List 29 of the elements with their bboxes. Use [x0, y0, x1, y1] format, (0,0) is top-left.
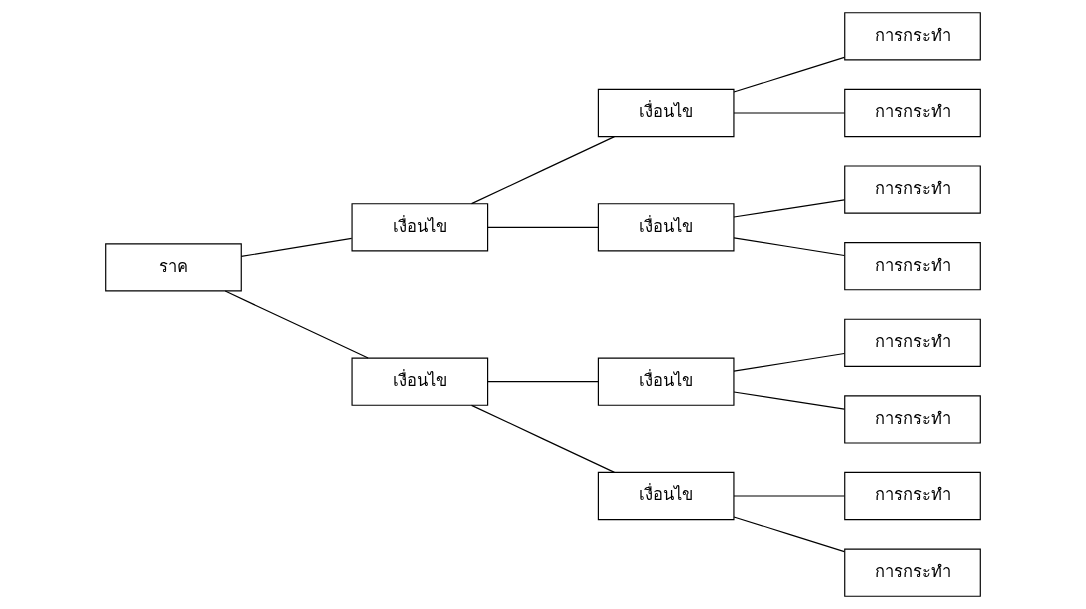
connector: [733, 495, 845, 497]
connector: [470, 136, 616, 205]
connector: [733, 112, 845, 114]
node-box: เงื่อนไข: [351, 203, 489, 252]
node-box: เงื่อนไข: [351, 357, 489, 406]
node-box: การกระทำ: [844, 165, 981, 214]
connector: [224, 290, 369, 359]
connector: [487, 226, 599, 228]
connector: [240, 237, 353, 257]
connector: [733, 237, 845, 257]
connector: [733, 516, 845, 553]
node-box: ราค: [105, 243, 242, 292]
connector: [733, 352, 845, 372]
connector: [487, 381, 599, 383]
connector: [470, 404, 616, 473]
connector: [733, 56, 845, 93]
node-box: การกระทำ: [844, 12, 981, 61]
node-box: เงื่อนไข: [597, 471, 735, 521]
node-box: เงื่อนไข: [597, 88, 735, 138]
node-box: การกระทำ: [844, 88, 981, 138]
node-box: เงื่อนไข: [597, 357, 735, 406]
node-box: การกระทำ: [844, 471, 981, 521]
node-box: เงื่อนไข: [597, 203, 735, 252]
connector: [733, 391, 845, 410]
connector: [733, 199, 845, 218]
node-box: การกระทำ: [844, 242, 981, 291]
node-box: การกระทำ: [844, 548, 981, 597]
node-box: การกระทำ: [844, 318, 981, 367]
node-box: การกระทำ: [844, 395, 981, 444]
